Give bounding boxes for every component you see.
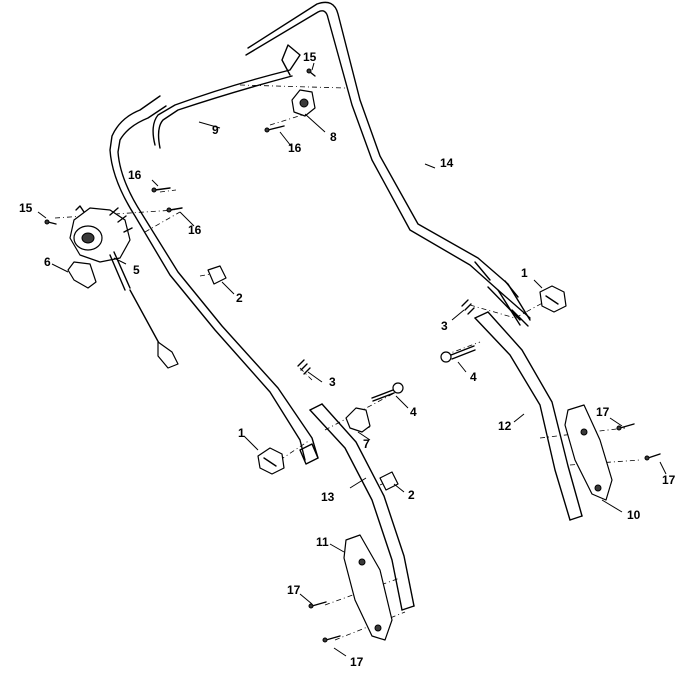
callout-labels: 1 1 2 2 3 3 4 4 5 6 7 8 9 10 11 12 13 14… — [19, 50, 676, 669]
upper-handle-bar — [109, 1, 531, 465]
callout-8: 8 — [330, 130, 337, 144]
callout-6: 6 — [44, 255, 51, 269]
left-bracket — [343, 534, 393, 641]
callout-3-right: 3 — [441, 319, 448, 333]
callout-3-center: 3 — [329, 375, 336, 389]
callout-4-right: 4 — [470, 370, 477, 384]
callout-4-center: 4 — [410, 405, 417, 419]
callout-5: 5 — [133, 263, 140, 277]
callout-16-middle: 16 — [188, 223, 202, 237]
callout-9: 9 — [212, 123, 219, 137]
screws-16 — [151, 125, 285, 213]
callout-2-bottom: 2 — [408, 488, 415, 502]
screws-17 — [308, 423, 661, 643]
callout-17-right-upper: 17 — [596, 405, 610, 419]
control-housing — [69, 205, 133, 291]
callout-17-right-lower: 17 — [662, 473, 676, 487]
lever-7 — [345, 407, 371, 433]
control-cable — [152, 44, 301, 149]
switch-part — [291, 89, 316, 117]
callout-2-top: 2 — [236, 291, 243, 305]
callout-1-bottom: 1 — [238, 426, 245, 440]
left-lower-handle — [309, 403, 415, 611]
callout-15-top: 15 — [303, 50, 317, 64]
callout-13: 13 — [321, 490, 335, 504]
bolts-4 — [371, 345, 476, 402]
callout-14: 14 — [440, 156, 454, 170]
callout-17-left-lower: 17 — [350, 655, 364, 669]
callout-7: 7 — [363, 437, 370, 451]
callout-16-top: 16 — [288, 141, 302, 155]
springs-3 — [297, 299, 475, 375]
right-bracket — [564, 404, 613, 501]
clips-2 — [207, 265, 399, 491]
callout-17-left-upper: 17 — [287, 583, 301, 597]
callout-12: 12 — [498, 419, 512, 433]
callout-16-left: 16 — [128, 168, 142, 182]
leader-lines — [37, 62, 667, 657]
wire-connector — [129, 289, 179, 369]
knobs-1 — [257, 285, 567, 475]
callout-10: 10 — [627, 508, 641, 522]
screws-15 — [44, 68, 316, 225]
callout-11: 11 — [316, 535, 329, 549]
right-lower-handle — [474, 311, 583, 521]
lever-part — [67, 261, 97, 289]
callout-1-top: 1 — [521, 266, 528, 280]
callout-15-left: 15 — [19, 201, 33, 215]
